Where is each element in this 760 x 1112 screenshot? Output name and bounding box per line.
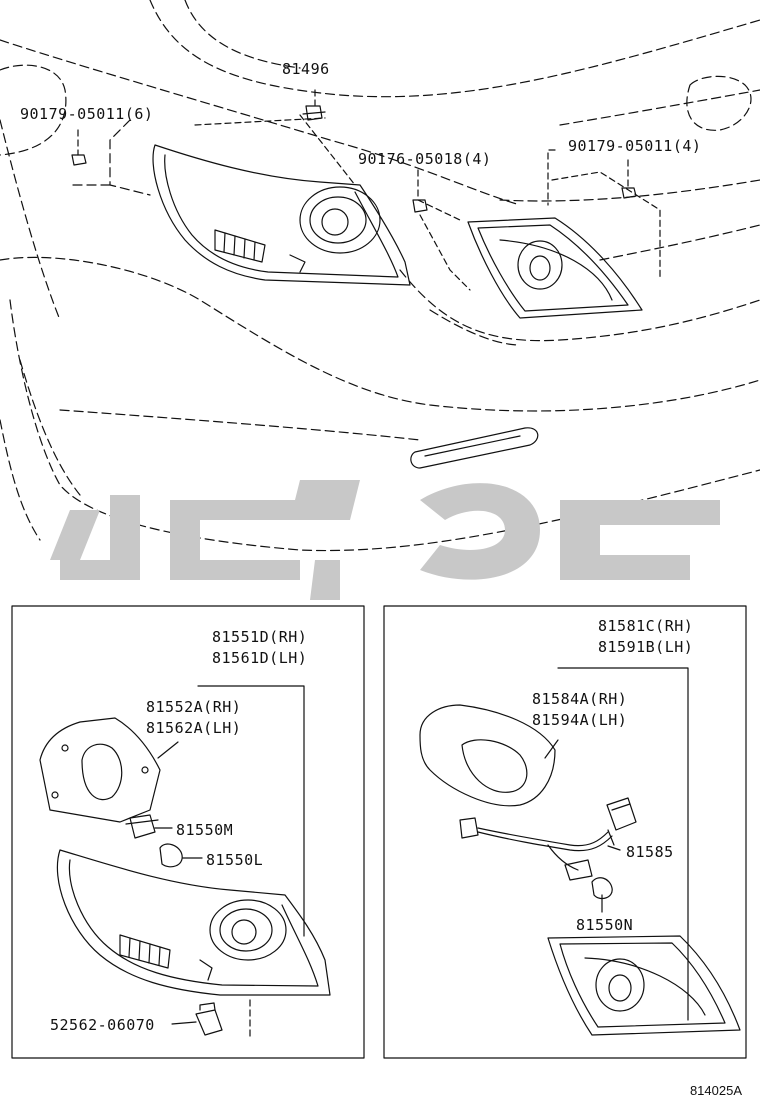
gasket-icon (419, 704, 556, 807)
gasket-icon (39, 717, 161, 823)
bulb-icon (591, 877, 613, 900)
detail-box-trunk-lamp (383, 605, 747, 1059)
callout-90176-05018-4: 90176-05018(4) (358, 150, 492, 168)
watermark-logo (50, 480, 720, 600)
screw-icon (412, 199, 428, 213)
rear-combination-lamp-top (152, 144, 411, 286)
trunk-lamp-detail (547, 935, 741, 1036)
socket-icon (125, 814, 159, 839)
car-body-outline (0, 0, 760, 552)
callout-81581c-rh: 81581C(RH) (598, 617, 694, 635)
callout-81550m: 81550M (176, 821, 234, 839)
nut-icon (195, 1002, 223, 1036)
bulb-icon (159, 843, 183, 868)
leader-lines-right (544, 667, 689, 1021)
leader-lines-left (154, 685, 305, 1025)
callout-81584a-rh: 81584A(RH) (532, 690, 628, 708)
trunk-lamp-top (467, 217, 643, 319)
callout-52562-06070: 52562-06070 (50, 1016, 155, 1034)
screw-icon (621, 187, 637, 199)
callout-81561d-lh: 81561D(LH) (212, 649, 308, 667)
callout-81551d-rh: 81551D(RH) (212, 628, 308, 646)
callout-81550n: 81550N (576, 916, 634, 934)
callout-81550l: 81550L (206, 851, 264, 869)
rear-combination-lamp-detail (56, 849, 331, 996)
bumper-reflector (410, 427, 539, 469)
callout-81585: 81585 (626, 843, 674, 861)
diagram-code: 814025A (689, 1083, 742, 1098)
clip-icon (302, 105, 326, 121)
callout-81562a-lh: 81562A(LH) (146, 719, 242, 737)
callout-81496: 81496 (282, 60, 330, 78)
callout-81552a-rh: 81552A(RH) (146, 698, 242, 716)
detail-box-rear-lamp (11, 605, 365, 1059)
callout-90179-05011-4: 90179-05011(4) (568, 137, 702, 155)
wire-harness-icon (459, 797, 637, 881)
screw-icon (71, 154, 87, 166)
callout-81594a-lh: 81594A(LH) (532, 711, 628, 729)
callout-90179-05011-6: 90179-05011(6) (20, 105, 154, 123)
callout-81591b-lh: 81591B(LH) (598, 638, 694, 656)
